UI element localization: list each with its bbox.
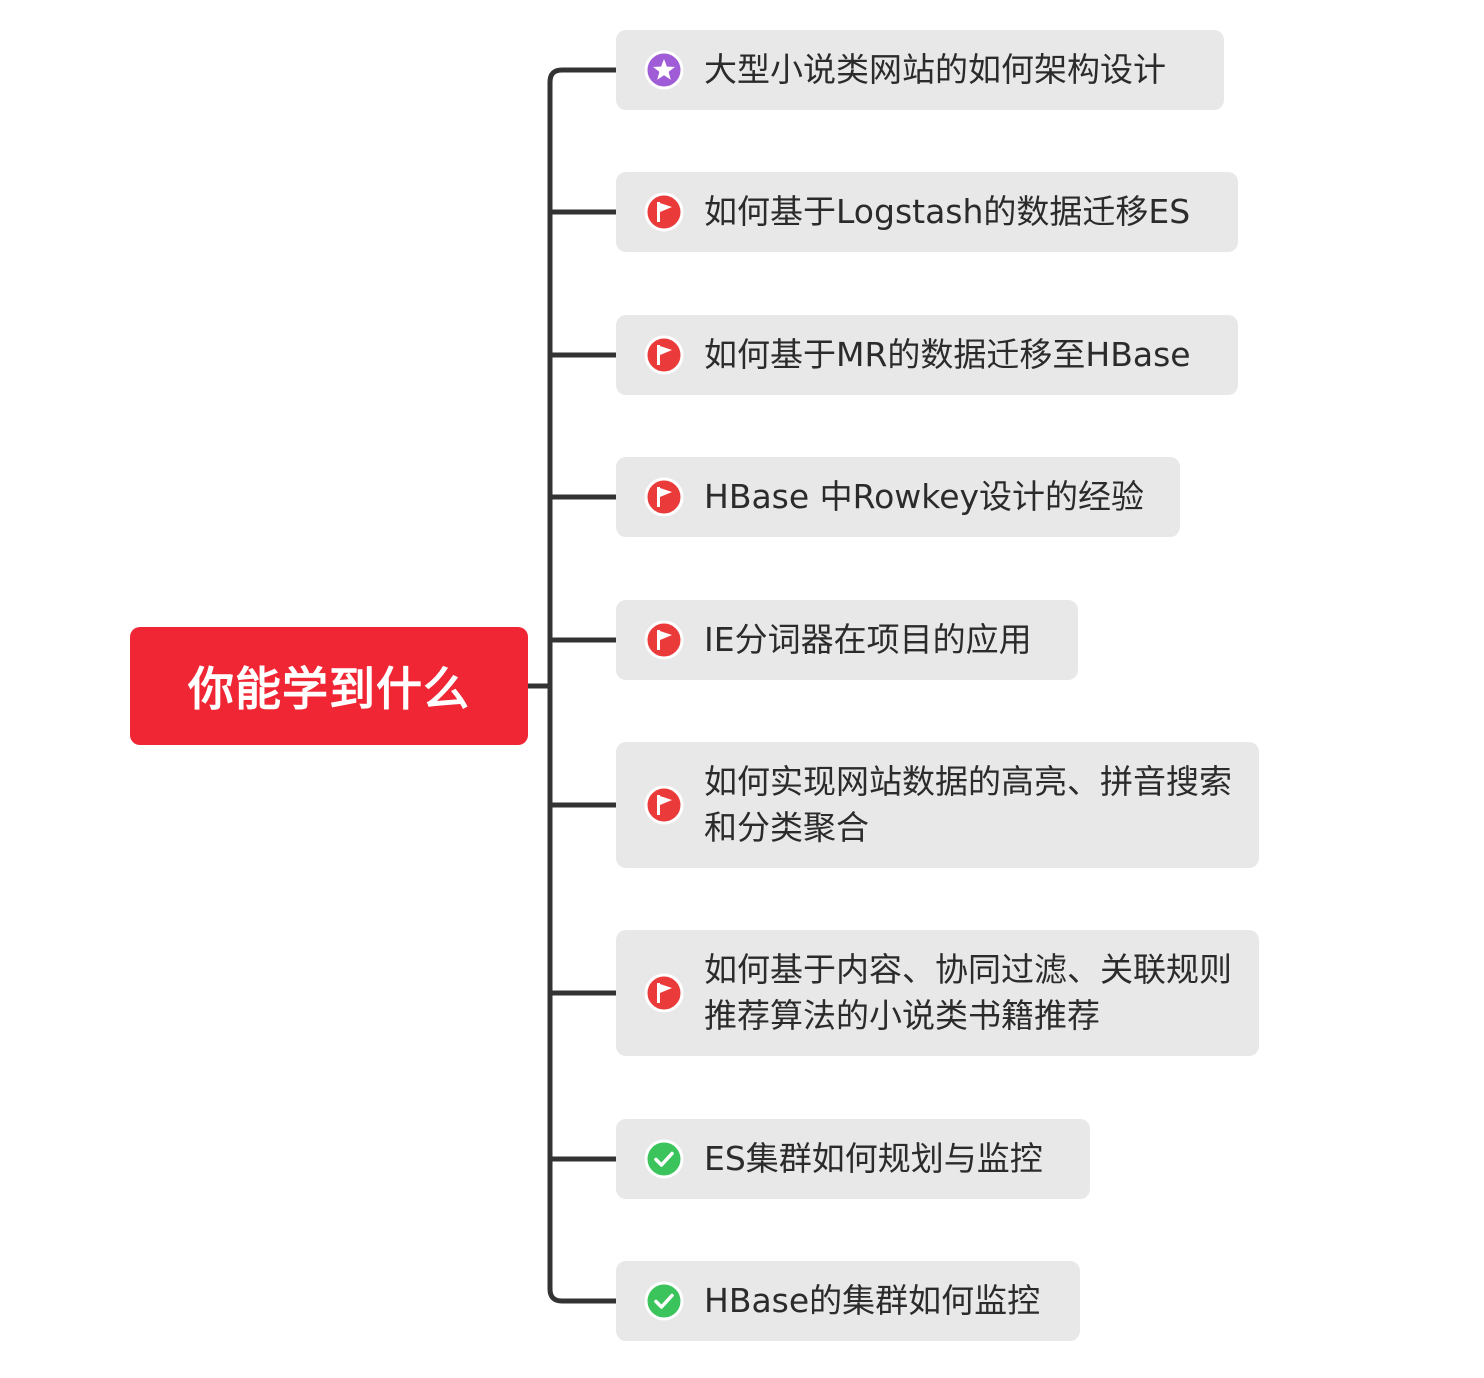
child-topic[interactable]: 如何基于MR的数据迁移至HBase	[616, 315, 1238, 395]
flag-icon	[644, 973, 684, 1013]
flag-icon	[644, 785, 684, 825]
child-topic[interactable]: 如何实现网站数据的高亮、拼音搜索和分类聚合	[616, 742, 1259, 868]
child-topic-label: IE分词器在项目的应用	[704, 620, 1032, 659]
child-topic-label: 如何基于内容、协同过滤、关联规则推荐算法的小说类书籍推荐	[704, 950, 1232, 1035]
flag-icon	[644, 477, 684, 517]
child-topic[interactable]: HBase 中Rowkey设计的经验	[616, 457, 1180, 537]
child-topic[interactable]: 大型小说类网站的如何架构设计	[616, 30, 1224, 110]
child-topic[interactable]: 如何基于Logstash的数据迁移ES	[616, 172, 1238, 252]
star-icon	[644, 50, 684, 90]
flag-icon	[644, 620, 684, 660]
flag-icon	[644, 192, 684, 232]
connector-branches	[550, 209, 616, 1162]
check-icon	[644, 1281, 684, 1321]
root-topic[interactable]: 你能学到什么	[130, 627, 528, 745]
child-topic-label: 如何基于Logstash的数据迁移ES	[704, 192, 1191, 231]
child-topic-label: HBase 中Rowkey设计的经验	[704, 477, 1145, 516]
connector-spine	[547, 67, 619, 1304]
child-topic-label: ES集群如何规划与监控	[704, 1139, 1043, 1178]
child-topic-label: 如何实现网站数据的高亮、拼音搜索和分类聚合	[704, 762, 1232, 847]
child-topic-label: 如何基于MR的数据迁移至HBase	[704, 335, 1191, 374]
check-icon	[644, 1139, 684, 1179]
child-topic-label: HBase的集群如何监控	[704, 1281, 1041, 1320]
root-topic-label: 你能学到什么	[188, 662, 470, 716]
child-topic[interactable]: 如何基于内容、协同过滤、关联规则推荐算法的小说类书籍推荐	[616, 930, 1259, 1056]
child-topic[interactable]: IE分词器在项目的应用	[616, 600, 1078, 680]
child-topic[interactable]: ES集群如何规划与监控	[616, 1119, 1090, 1199]
flag-icon	[644, 335, 684, 375]
child-topic[interactable]: HBase的集群如何监控	[616, 1261, 1080, 1341]
child-topic-label: 大型小说类网站的如何架构设计	[704, 50, 1166, 89]
